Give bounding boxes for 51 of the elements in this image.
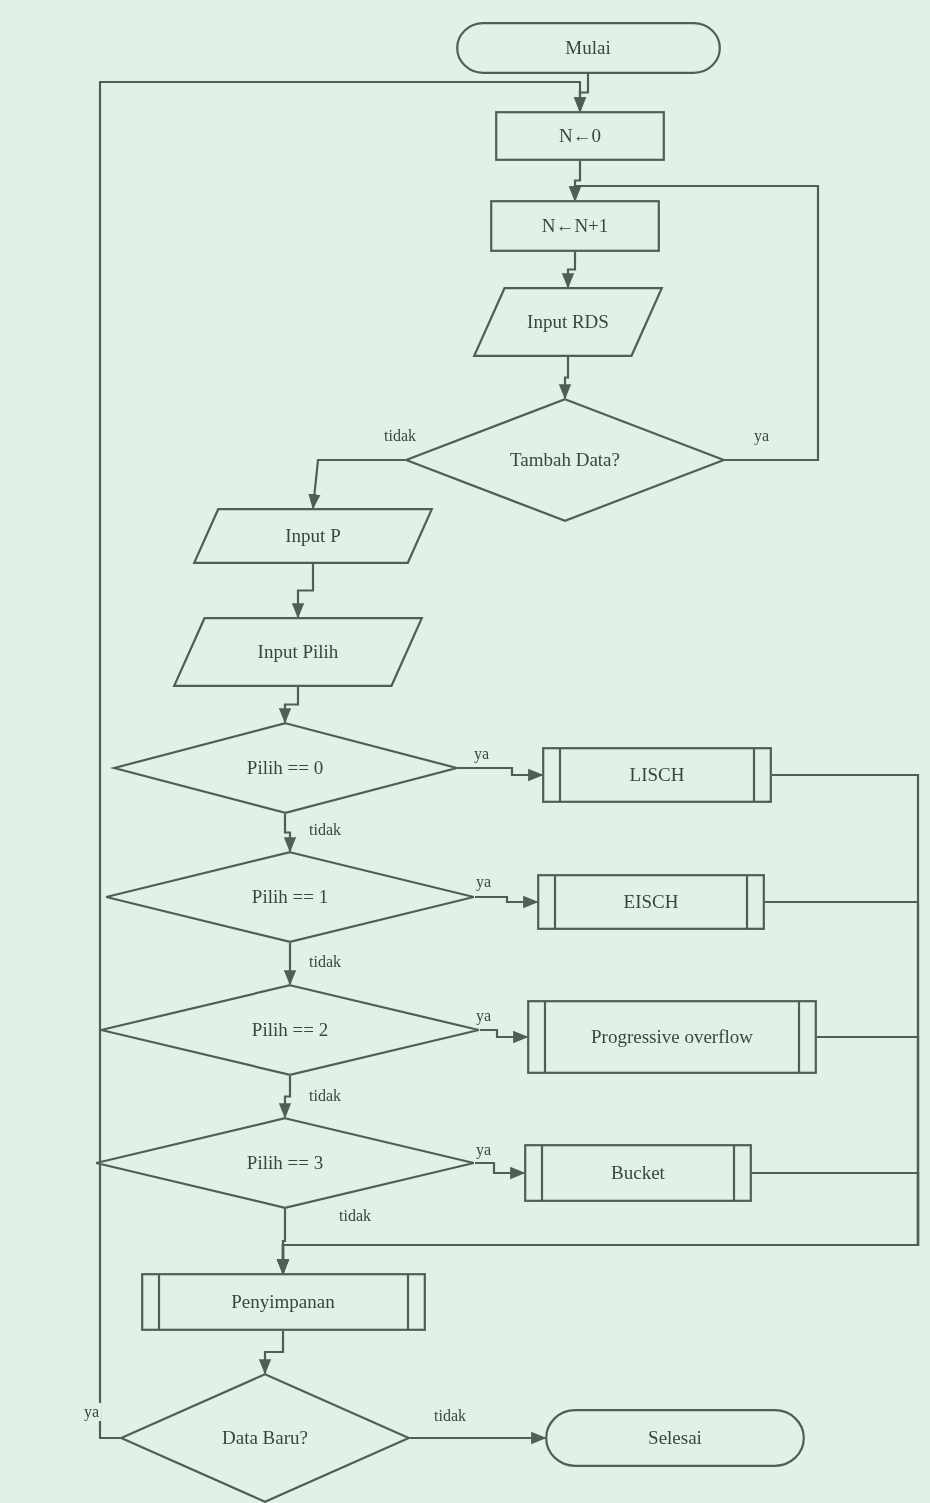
node-label: Selesai (647, 1427, 703, 1449)
decision-diamond (112, 722, 458, 814)
node-label: N←N+1 (540, 215, 610, 237)
node-label: Input Pilih (256, 641, 340, 663)
node-label: Bucket (610, 1162, 666, 1184)
node-label: Progressive overflow (590, 1026, 754, 1048)
flow-arrow (568, 184, 820, 462)
subprocess-box (524, 1144, 752, 1202)
flow-arrow (278, 687, 300, 724)
edge-label: ya (82, 1403, 102, 1421)
flow-arrow (475, 895, 539, 909)
node-label: Pilih == 1 (250, 886, 330, 908)
flow-arrow (276, 1171, 920, 1275)
node-label: Pilih == 2 (250, 1019, 330, 1041)
node-label: Pilih == 3 (245, 1152, 325, 1174)
flow-arrow (308, 458, 405, 510)
subprocess-box (140, 1273, 426, 1331)
input-parallelogram (193, 508, 433, 564)
process-box (495, 111, 665, 161)
decision-diamond (95, 1117, 475, 1209)
flow-arrow (410, 1431, 547, 1445)
subprocess-box (542, 747, 772, 803)
flow-arrow (561, 252, 577, 289)
node-label: Input P (284, 525, 342, 547)
input-parallelogram (473, 287, 663, 357)
flow-arrow (98, 80, 587, 1440)
flow-arrow (283, 814, 297, 853)
node-label: Tambah Data? (509, 449, 621, 471)
node-label: Input RDS (526, 311, 610, 333)
node-label: N←0 (557, 125, 603, 147)
node-label: LISCH (628, 764, 686, 786)
flow-arrow (480, 1028, 529, 1044)
flow-arrow (475, 1161, 526, 1180)
node-label: Data Baru? (221, 1427, 309, 1449)
process-box (490, 200, 660, 252)
node-label: Pilih == 0 (245, 757, 325, 779)
subprocess-box (527, 1000, 817, 1074)
flow-arrow (283, 943, 297, 986)
node-label: Mulai (564, 37, 612, 59)
subprocess-box (537, 874, 765, 930)
terminal-shape (455, 22, 721, 74)
flow-arrow (258, 1331, 285, 1375)
input-parallelogram (173, 617, 423, 687)
flow-arrow (278, 1076, 292, 1119)
node-label: Penyimpanan (230, 1291, 336, 1313)
flow-arrow (457, 766, 544, 782)
node-label: EISCH (622, 891, 680, 913)
flow-arrow (558, 357, 572, 400)
flow-arrow (291, 564, 315, 619)
decision-diamond (105, 851, 475, 943)
decision-diamond (120, 1373, 410, 1503)
